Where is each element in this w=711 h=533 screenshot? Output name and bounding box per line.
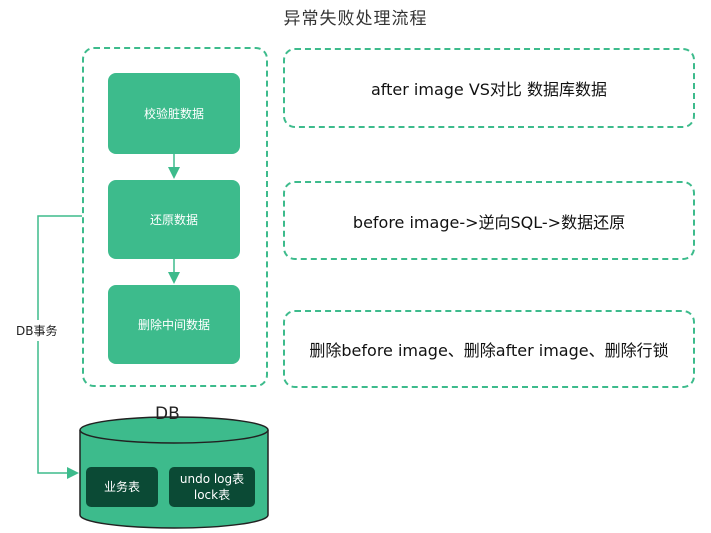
description-restore: before image->逆向SQL->数据还原 <box>283 181 695 260</box>
description-check: after image VS对比 数据库数据 <box>283 48 695 128</box>
diagram-title: 异常失败处理流程 <box>283 9 428 29</box>
business-table-label: 业务表 <box>103 480 140 494</box>
business-table: 业务表 <box>86 467 158 507</box>
db-transaction-label: DB事务 <box>16 320 58 341</box>
undo-log-table-label: undo log表 <box>179 472 245 486</box>
lock-table-label: lock表 <box>193 488 231 502</box>
step-restore-data: 还原数据 <box>108 180 240 259</box>
db-label: DB <box>155 404 180 424</box>
step-delete-intermediate-data: 删除中间数据 <box>108 285 240 364</box>
process-group <box>82 47 268 387</box>
step-check-dirty-data: 校验脏数据 <box>108 73 240 154</box>
description-delete: 删除before image、删除after image、删除行锁 <box>283 310 695 388</box>
undo-log-lock-table: undo log表 lock表 <box>169 467 255 507</box>
db-transaction-edge <box>37 215 82 479</box>
